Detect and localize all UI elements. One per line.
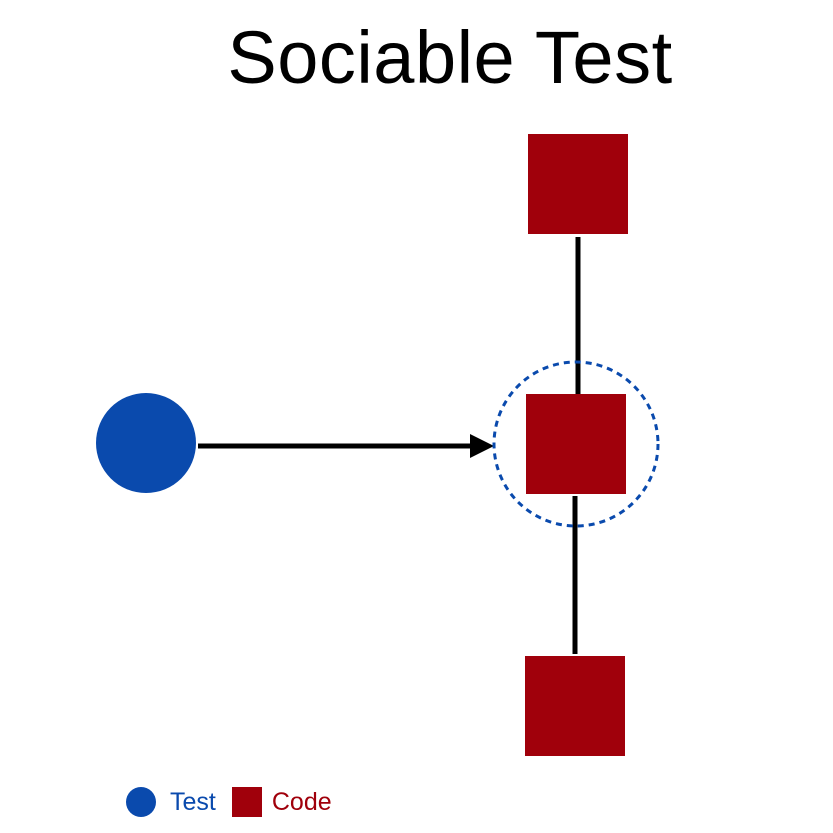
- test-node: [96, 393, 196, 493]
- unit-under-test-ring: [492, 360, 660, 528]
- code-node-bottom: [525, 656, 625, 756]
- legend-test-circle-icon: [126, 787, 156, 817]
- code-node-middle: [526, 394, 626, 494]
- diagram-title: Sociable Test: [227, 16, 673, 99]
- arrowhead-icon: [470, 434, 494, 458]
- legend-code-square-icon: [231, 787, 262, 817]
- legend-item-test: Test: [126, 787, 216, 817]
- code-node-top: [528, 134, 628, 234]
- legend: Test Code: [126, 786, 348, 818]
- legend-item-code: Code: [231, 787, 332, 817]
- legend-test-label: Test: [170, 787, 216, 816]
- legend-code-label: Code: [271, 787, 332, 816]
